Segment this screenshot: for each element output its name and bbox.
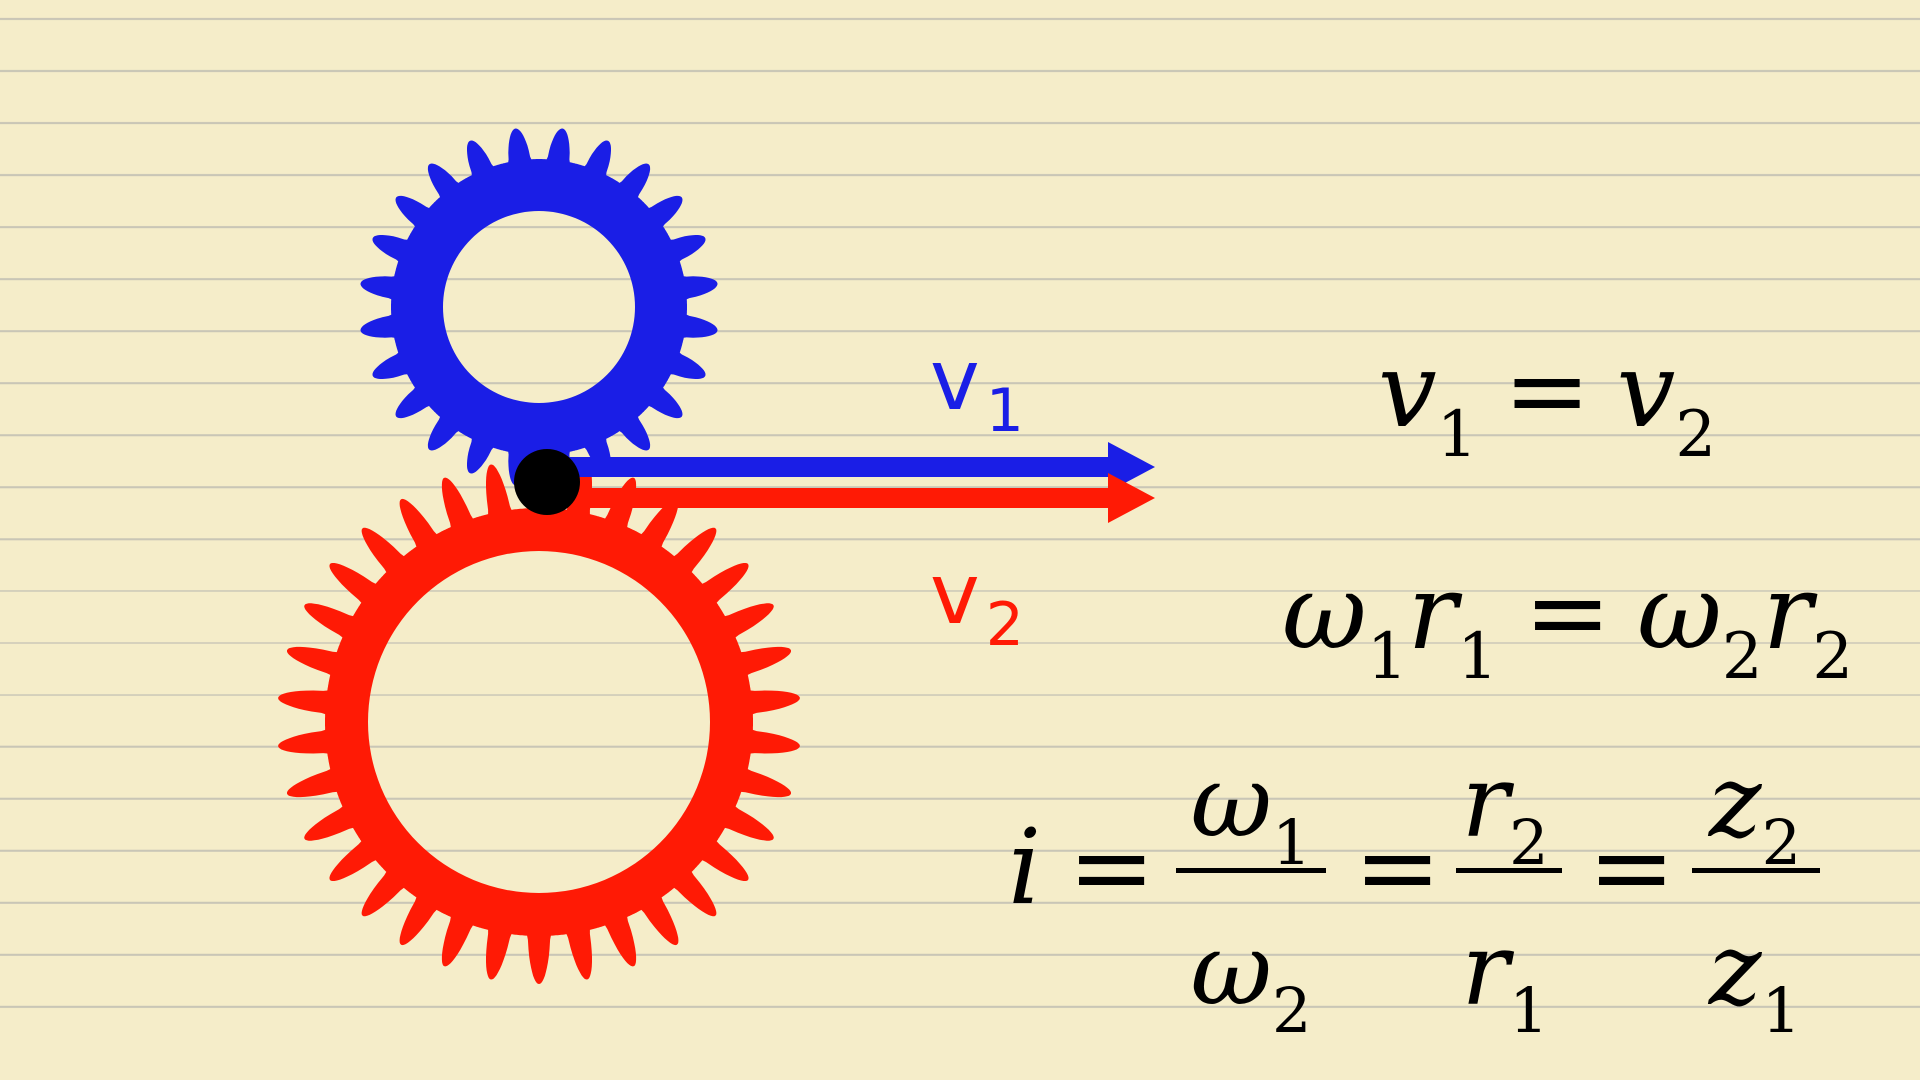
fraction-radius-numerator: r2	[1430, 752, 1580, 874]
fraction-radius-bar	[1456, 868, 1562, 873]
f2-num-sub: 2	[1509, 806, 1549, 879]
fraction-teeth-bar	[1692, 868, 1820, 873]
contact-point	[514, 449, 580, 515]
blue-gear	[360, 128, 718, 486]
eq1-lhs-var: v	[1378, 329, 1437, 451]
eq2-r1-var: r	[1407, 551, 1458, 673]
f3-den-var: z	[1708, 911, 1762, 1028]
fraction-radius: r2	[1430, 752, 1580, 874]
fraction-teeth-denominator: z1	[1680, 920, 1830, 1042]
equation-angular-velocity: ω1r1=ω2r2	[1282, 560, 1853, 689]
f3-num-sub: 2	[1761, 806, 1802, 879]
eq2-omega1-sub: 1	[1366, 620, 1408, 694]
eq2-omega1-var: ω	[1282, 551, 1367, 673]
eq2-omega2-var: ω	[1637, 551, 1722, 673]
velocity-arrow-v1	[545, 442, 1155, 492]
v1-label-sub: 1	[985, 376, 1024, 446]
f3-den-sub: 1	[1761, 974, 1802, 1047]
f2-den-var: r	[1461, 911, 1510, 1028]
eq3-equals-3: =	[1588, 806, 1676, 928]
fraction-radius-lower: r1	[1430, 920, 1580, 1042]
v2-label-sub: 2	[985, 590, 1024, 660]
fraction-omega-lower: ω2	[1176, 920, 1326, 1042]
f1-den-var: ω	[1190, 911, 1273, 1028]
f2-den-sub: 1	[1509, 974, 1549, 1047]
red-gear	[278, 460, 800, 984]
eq3-equals-2: =	[1354, 806, 1442, 928]
f1-num-var: ω	[1190, 743, 1273, 860]
eq1-lhs-sub: 1	[1436, 398, 1478, 472]
velocity-arrow-v2	[545, 473, 1155, 523]
eq1-rhs-var: v	[1616, 329, 1676, 451]
fraction-omega-bar	[1176, 868, 1326, 873]
f3-num-var: z	[1708, 743, 1762, 860]
v1-label-base: v	[930, 331, 980, 429]
eq2-omega2-sub: 2	[1721, 620, 1763, 694]
fraction-omega-numerator: ω1	[1176, 752, 1326, 874]
eq2-r1-sub: 1	[1457, 620, 1498, 694]
fraction-teeth-numerator: z2	[1680, 752, 1830, 874]
eq2-r2-var: r	[1762, 551, 1813, 673]
eq3-equals-1: =	[1068, 806, 1156, 928]
fraction-radius-denominator: r1	[1430, 920, 1580, 1042]
fraction-teeth-lower: z1	[1680, 920, 1830, 1042]
f1-num-sub: 1	[1272, 806, 1312, 879]
fraction-teeth: z2	[1680, 752, 1830, 874]
fraction-omega: ω1	[1176, 752, 1326, 874]
eq2-equals: =	[1523, 551, 1612, 673]
fraction-omega-denominator: ω2	[1176, 920, 1326, 1042]
eq3-ratio-symbol: i	[1008, 806, 1042, 928]
f1-den-sub: 2	[1272, 974, 1312, 1047]
f2-num-var: r	[1461, 743, 1510, 860]
eq1-equals: =	[1503, 329, 1591, 451]
v2-label-base: v	[930, 545, 980, 643]
equation-velocity-equality: v1=v2	[1378, 338, 1716, 467]
eq1-rhs-sub: 2	[1675, 398, 1717, 472]
eq2-r2-sub: 2	[1812, 620, 1854, 694]
